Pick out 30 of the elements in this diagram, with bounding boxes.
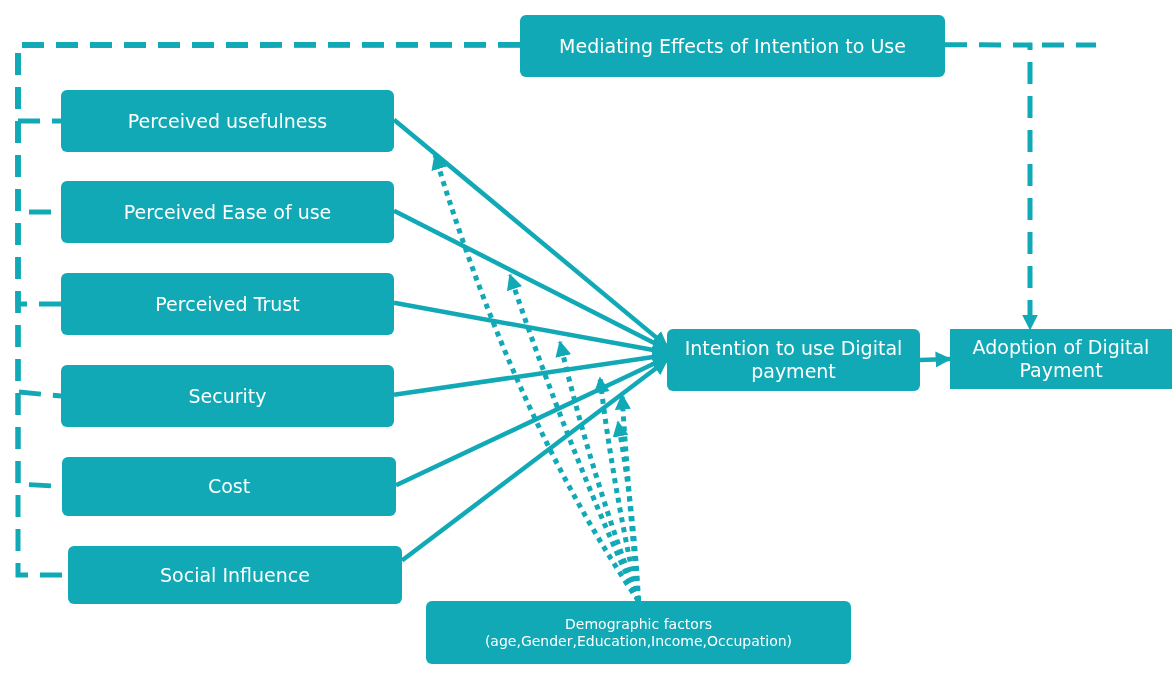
arrow xyxy=(392,118,669,349)
box-label: Adoption of Digital Payment xyxy=(971,336,1151,382)
process-box xyxy=(667,329,920,391)
box-label: Mediating Effects of Intention to Use xyxy=(559,34,906,58)
box-label: Intention to use Digital payment xyxy=(683,337,904,383)
process-box xyxy=(61,181,394,243)
process-box xyxy=(61,90,394,152)
box-label: Demographic factors xyxy=(565,615,712,633)
process-box xyxy=(68,546,402,604)
arrow xyxy=(400,358,669,563)
dashed-connector xyxy=(15,42,520,578)
arrow xyxy=(392,208,669,352)
process-box xyxy=(950,329,1172,389)
box-label: Cost xyxy=(207,475,251,498)
box-label: Security xyxy=(188,384,267,408)
process-box xyxy=(61,273,394,335)
arrow xyxy=(393,349,669,397)
process-box xyxy=(426,601,851,664)
box-label: Perceived usefulness xyxy=(127,109,328,133)
process-box xyxy=(61,365,394,427)
arrow xyxy=(919,351,952,368)
box-label: Social Influence xyxy=(160,563,310,587)
process-box xyxy=(520,15,945,77)
dotted-arrow xyxy=(612,420,641,602)
box-label: Perceived Trust xyxy=(155,292,300,316)
box-label: (age,Gender,Education,Income,Occupation) xyxy=(484,632,793,650)
arrow xyxy=(395,355,669,488)
dashed-arrow xyxy=(945,42,1038,331)
process-box xyxy=(62,457,396,516)
box-label: Perceived Ease of use xyxy=(123,200,332,224)
